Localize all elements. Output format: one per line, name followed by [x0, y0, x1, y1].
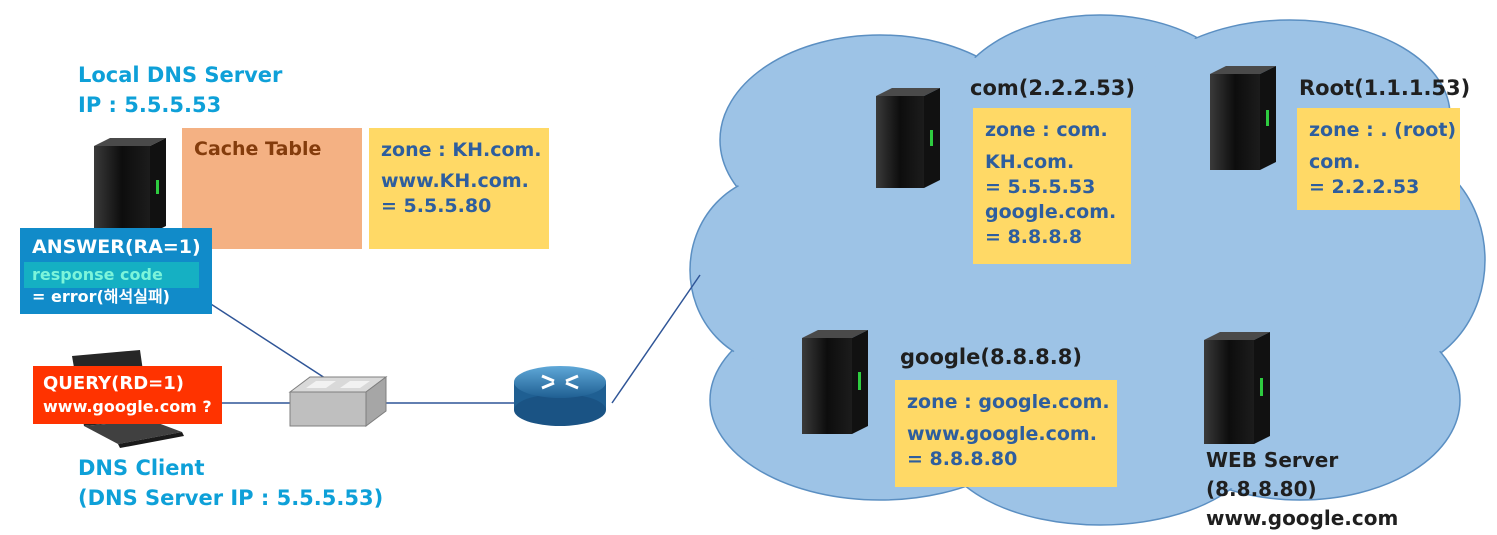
root-zone-line: zone : . (root): [1309, 119, 1457, 141]
web-server-line: (8.8.8.80): [1206, 477, 1317, 501]
com-zone-line: = 8.8.8.8: [985, 226, 1083, 248]
local-dns-title: Local DNS Server IP : 5.5.5.53: [78, 60, 282, 120]
answer-highlight: [24, 262, 199, 288]
query-line: www.google.com ?: [43, 397, 212, 416]
cache-entry-note: zone : KH.com. www.KH.com. = 5.5.5.80: [369, 128, 549, 249]
web-server-label: WEB Server (8.8.8.80) www.google.com: [1206, 446, 1398, 533]
root-zone-line: com.: [1309, 151, 1361, 173]
google-zone-line: zone : google.com.: [907, 391, 1110, 413]
google-server-title: google(8.8.8.8): [900, 345, 1082, 369]
com-zone-line: zone : com.: [985, 119, 1108, 141]
dns-client-name: DNS Client: [78, 456, 205, 480]
root-server-title: Root(1.1.1.53): [1299, 76, 1471, 100]
answer-line: response code: [32, 265, 163, 284]
com-zone-line: = 5.5.5.53: [985, 176, 1096, 198]
cache-line: www.KH.com.: [381, 170, 529, 192]
cache-table: Cache Table: [182, 128, 362, 249]
dns-client-title: DNS Client (DNS Server IP : 5.5.5.53): [78, 453, 383, 513]
answer-text: response code = error(해석실패): [32, 264, 170, 308]
cache-line: = 5.5.5.80: [381, 195, 492, 217]
cache-line: zone : KH.com.: [381, 139, 542, 161]
com-zone-note: zone : com. KH.com. = 5.5.5.53 google.co…: [973, 108, 1131, 264]
server-icon-root: [1210, 66, 1276, 170]
com-zone-line: KH.com.: [985, 151, 1075, 173]
web-server-line: WEB Server: [1206, 448, 1339, 472]
answer-title: ANSWER(RA=1): [32, 236, 201, 258]
server-icon-com: [876, 88, 940, 188]
answer-line: = error(해석실패): [32, 287, 170, 306]
google-zone-line: www.google.com.: [907, 423, 1097, 445]
local-dns-name: Local DNS Server: [78, 63, 283, 87]
root-zone-note: zone : . (root) com. = 2.2.2.53: [1297, 108, 1460, 210]
server-icon-web: [1204, 332, 1270, 444]
switch-icon: [288, 376, 388, 427]
server-icon-local: [94, 138, 166, 234]
network-links: [179, 274, 701, 404]
query-box: QUERY(RD=1) www.google.com ?: [33, 366, 222, 424]
router-icon: [514, 366, 606, 426]
root-zone-line: = 2.2.2.53: [1309, 176, 1420, 198]
com-zone-line: google.com.: [985, 201, 1117, 223]
dns-client-server-ip: (DNS Server IP : 5.5.5.53): [78, 486, 384, 510]
server-icon-google: [802, 330, 868, 434]
cache-table-label: Cache Table: [194, 138, 322, 160]
google-zone-note: zone : google.com. www.google.com. = 8.8…: [895, 380, 1117, 487]
web-server-line: www.google.com: [1206, 506, 1399, 530]
com-server-title: com(2.2.2.53): [970, 76, 1135, 100]
local-dns-ip: IP : 5.5.5.53: [78, 93, 222, 117]
google-zone-line: = 8.8.8.80: [907, 448, 1018, 470]
query-title: QUERY(RD=1): [43, 373, 184, 394]
